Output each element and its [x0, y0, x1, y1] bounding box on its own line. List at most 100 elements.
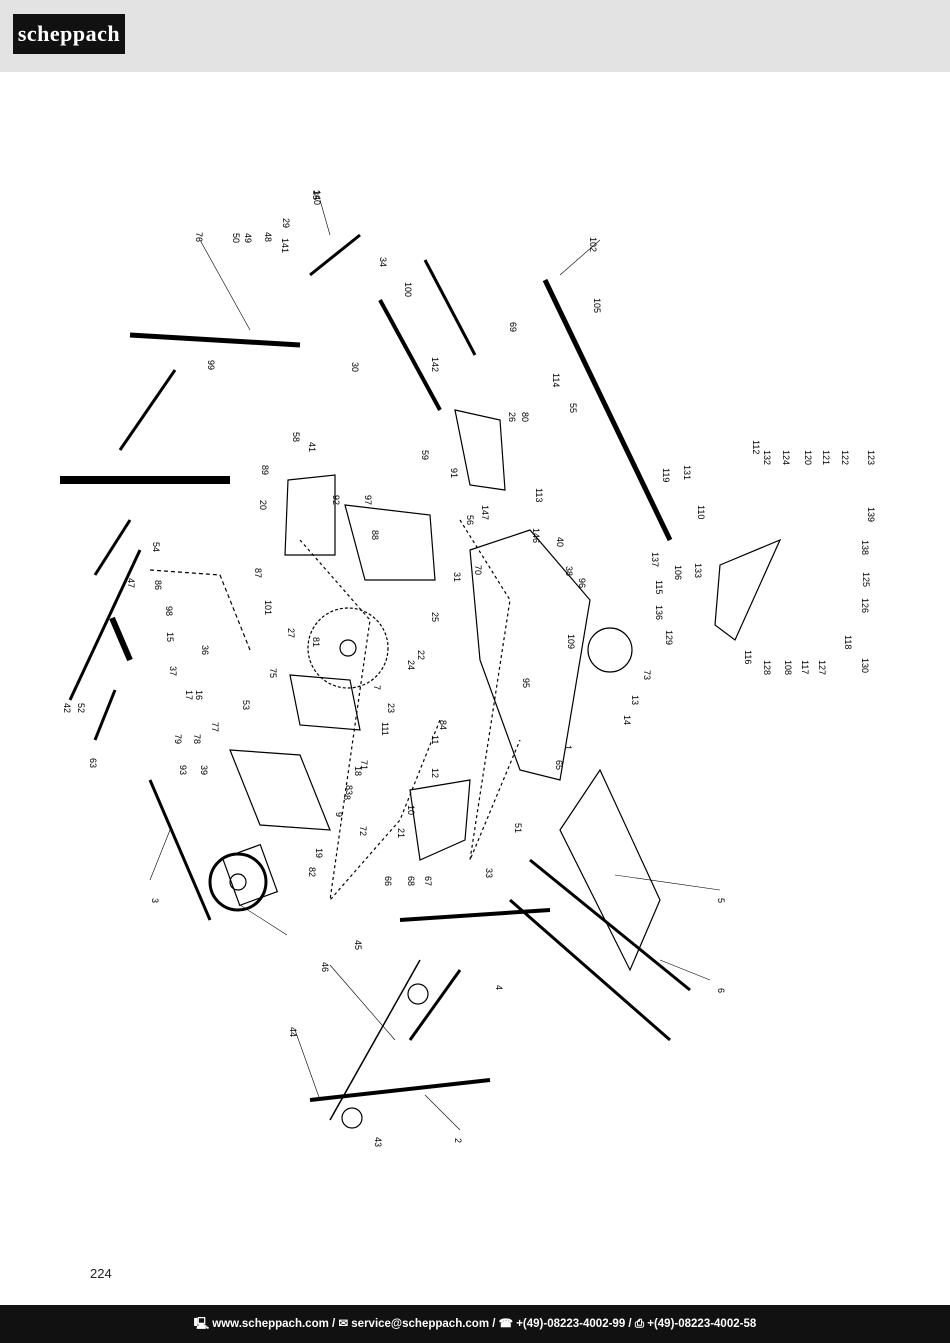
callout: 16: [194, 690, 204, 700]
callout: 76: [194, 232, 204, 242]
page-number: 224: [90, 1266, 112, 1281]
callout: 79: [173, 734, 183, 744]
callout: 49: [243, 233, 253, 243]
callout: 22: [416, 650, 426, 660]
callout: 101: [263, 600, 273, 615]
callout: 56: [465, 515, 475, 525]
callout: 43: [373, 1137, 383, 1147]
callout: 65: [554, 760, 564, 770]
callout: 122: [840, 450, 850, 465]
callout: 105: [592, 298, 602, 313]
callout: 37: [168, 666, 178, 676]
callout: 119: [661, 468, 671, 482]
callout: 128: [762, 660, 772, 675]
callout: 120: [803, 450, 813, 465]
callout: 24: [406, 660, 416, 670]
callout: 87: [253, 568, 263, 578]
callout: 97: [363, 495, 373, 505]
callout: 116: [743, 650, 753, 664]
callout: 108: [783, 660, 793, 675]
callout: 127: [817, 660, 827, 675]
callout: 47: [126, 578, 136, 588]
fax-icon: ⎙: [634, 1318, 645, 1330]
callout: 93: [178, 765, 188, 775]
callout: 35: [311, 190, 321, 200]
callout: 95: [521, 678, 531, 688]
callout: 2: [453, 1138, 463, 1143]
callout: 31: [452, 572, 462, 582]
callout: 6: [716, 988, 726, 993]
computer-icon: 🖳: [193, 1318, 210, 1330]
callout: 18: [353, 766, 363, 776]
callout: 54: [151, 542, 161, 552]
callout: 130: [860, 658, 870, 673]
callout: 53: [241, 700, 251, 710]
callout: 89: [260, 465, 270, 475]
callout: 72: [358, 826, 368, 836]
callout: 121: [821, 450, 831, 465]
callout: 70: [473, 565, 483, 575]
fax-number: +(49)-08223-4002-58: [647, 1318, 757, 1330]
callout: 75: [268, 668, 278, 678]
callout: 125: [861, 572, 871, 587]
callout: 106: [673, 565, 683, 580]
callout: 26: [507, 412, 517, 422]
callout: 81: [311, 637, 321, 647]
callout: 11: [430, 735, 440, 744]
callout: 102: [588, 237, 598, 252]
callout: 34: [378, 257, 388, 267]
callout-labels: 1 2 3 4 5 6 7 8 9 10 11 12 13 14 15 16 1…: [62, 190, 876, 1147]
callout: 141: [280, 238, 290, 253]
callout: 66: [383, 876, 393, 886]
callout: 39: [199, 765, 209, 775]
callout: 52: [76, 703, 86, 713]
callout: 40: [555, 537, 565, 547]
phone-icon: ☎: [498, 1318, 513, 1330]
callout: 147: [480, 505, 490, 520]
callout: 111: [380, 722, 390, 736]
callout: 13: [630, 695, 640, 705]
callout: 109: [566, 634, 576, 649]
callout: 124: [781, 450, 791, 465]
page-footer: 🖳 www.scheppach.com / ✉ service@scheppac…: [0, 1305, 950, 1343]
callout: 139: [866, 507, 876, 522]
callout: 29: [281, 218, 291, 228]
callout: 92: [331, 495, 341, 505]
callout: 114: [551, 373, 561, 387]
callout: 41: [307, 442, 317, 452]
callout: 86: [153, 580, 163, 590]
callout: 48: [263, 232, 273, 242]
callout: 118: [843, 635, 853, 649]
callout: 91: [449, 468, 459, 478]
callout: 99: [206, 360, 216, 370]
callout: 113: [534, 488, 544, 502]
callout: 9: [334, 812, 344, 817]
callout: 142: [430, 357, 440, 372]
callout: 78: [192, 734, 202, 744]
callout: 15: [165, 632, 175, 642]
callout: 23: [386, 703, 396, 713]
callout: 3: [150, 898, 160, 903]
callout: 17: [184, 690, 194, 700]
callout: 10: [406, 805, 416, 815]
callout: 115: [654, 580, 664, 594]
callout: 46: [320, 962, 330, 972]
callout: 12: [430, 768, 440, 778]
table-extension: [559, 768, 661, 972]
website-link[interactable]: www.scheppach.com: [212, 1318, 329, 1330]
callout: 44: [288, 1027, 298, 1037]
callout: 73: [642, 670, 652, 680]
callout: 45: [353, 940, 363, 950]
callout: 58: [291, 432, 301, 442]
separator: /: [332, 1318, 336, 1330]
callout: 14: [622, 715, 632, 725]
callout: 82: [307, 867, 317, 877]
callout: 71: [359, 760, 369, 770]
callout: 126: [860, 598, 870, 613]
callout: 63: [88, 758, 98, 768]
callout: 96: [577, 578, 587, 588]
callout: 1: [563, 745, 573, 750]
callout: 123: [866, 450, 876, 465]
callout: 59: [420, 450, 430, 460]
email-link[interactable]: service@scheppach.com: [351, 1318, 490, 1330]
